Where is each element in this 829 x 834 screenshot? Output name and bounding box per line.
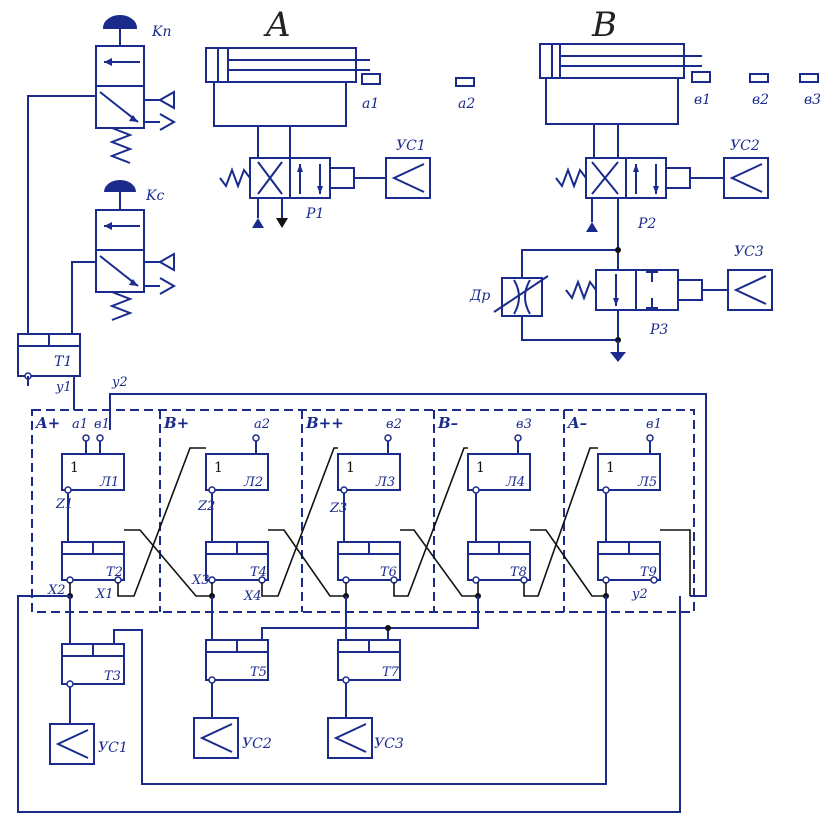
svg-text:Л5: Л5 <box>637 475 657 490</box>
svg-text:T4: T4 <box>250 565 267 580</box>
svg-text:T1: T1 <box>54 354 72 370</box>
label-throttle: Др <box>469 288 490 304</box>
valve-p1: P1 <box>219 157 386 228</box>
output-trigger-t5: T5 <box>250 665 267 680</box>
amplifier-us1-bottom: УС1 <box>49 723 128 765</box>
trigger-t1: T1 y1 y2 <box>17 333 128 395</box>
svg-text:УС1: УС1 <box>98 740 128 756</box>
svg-text:Л4: Л4 <box>505 475 525 490</box>
amplifier-us2-bottom: УС2 <box>193 717 272 759</box>
cylinder-b: B в1 в2 в3 <box>539 5 821 158</box>
label-cylinder-a: A <box>263 5 291 45</box>
label-y2-bottom: y2 <box>631 587 648 602</box>
label-kc: Kc <box>145 188 164 204</box>
label-y1: y1 <box>55 380 72 395</box>
svg-text:1: 1 <box>346 460 355 476</box>
valve-kp: Kп <box>95 15 177 164</box>
svg-text:1: 1 <box>606 460 615 476</box>
svg-text:УС2: УС2 <box>730 138 760 154</box>
step-block-4: B– в3 1 Л4 T8 <box>437 414 532 584</box>
label-cylinder-b: B <box>591 5 617 45</box>
valve-p2: P2 <box>555 157 724 348</box>
svg-text:Z3: Z3 <box>329 501 347 516</box>
label-x1: X1 <box>95 587 114 602</box>
amplifier-us3-bottom: УС3 <box>327 717 404 759</box>
and-label: Л1 <box>99 475 119 490</box>
svg-text:Л2: Л2 <box>243 475 263 490</box>
label-x3: X3 <box>191 573 210 588</box>
step-heading: A+ <box>34 414 60 432</box>
label-a2: a2 <box>458 96 475 112</box>
label-x4: X4 <box>243 589 262 604</box>
amplifier-us2-top: УС2 <box>723 138 769 199</box>
valve-kc: Kc <box>95 180 177 321</box>
label-p3: P3 <box>649 322 668 338</box>
label-x2: X2 <box>47 583 66 598</box>
label-y2: y2 <box>111 375 128 390</box>
svg-text:УС3: УС3 <box>734 244 764 260</box>
svg-text:1: 1 <box>476 460 485 476</box>
label-b1: в1 <box>694 92 711 108</box>
step-block-5: A– в1 1 Л5 T9 <box>566 414 662 584</box>
svg-text:a2: a2 <box>254 417 270 432</box>
svg-text:B++: B++ <box>305 414 344 432</box>
output-trigger-t7: T7 <box>382 665 400 680</box>
trigger-label: T2 <box>106 565 123 580</box>
label-b3: в3 <box>804 92 821 108</box>
svg-text:в2: в2 <box>386 417 402 432</box>
and-num: 1 <box>70 460 79 476</box>
svg-text:T9: T9 <box>640 565 657 580</box>
svg-text:Л3: Л3 <box>375 475 395 490</box>
svg-text:Z2: Z2 <box>197 499 215 514</box>
label-b2: в2 <box>752 92 769 108</box>
svg-text:T8: T8 <box>510 565 527 580</box>
step-block-1: A+ a1 в1 1 Л1 Z1 T2 <box>34 414 125 584</box>
svg-text:B+: B+ <box>163 414 189 432</box>
step-block-3: B++ в2 1 Л3 Z3 T6 <box>305 414 402 584</box>
label-a1: a1 <box>362 96 379 112</box>
svg-text:в1: в1 <box>94 417 110 432</box>
svg-text:a1: a1 <box>72 417 88 432</box>
step-block-2: B+ a2 1 Л2 Z2 T4 <box>163 414 270 584</box>
svg-text:в1: в1 <box>646 417 662 432</box>
amplifier-us1-top: УС1 <box>385 138 431 199</box>
cylinder-a: A a1 a2 <box>205 5 475 158</box>
amplifier-us3-top: УС3 <box>727 244 773 311</box>
svg-text:Z1: Z1 <box>55 497 73 512</box>
svg-text:УС3: УС3 <box>374 736 404 752</box>
output-trigger-t3: T3 <box>104 669 121 684</box>
svg-text:B–: B– <box>437 414 458 432</box>
svg-text:T6: T6 <box>380 565 397 580</box>
label-p2: P2 <box>637 216 656 232</box>
svg-text:УС1: УС1 <box>396 138 426 154</box>
svg-text:1: 1 <box>214 460 223 476</box>
svg-text:A–: A– <box>566 414 587 432</box>
throttle-and-valve-p3: Др P3 <box>469 247 728 362</box>
svg-text:в3: в3 <box>516 417 532 432</box>
label-kp: Kп <box>151 24 171 40</box>
svg-text:УС2: УС2 <box>242 736 272 752</box>
label-p1: P1 <box>305 206 324 222</box>
